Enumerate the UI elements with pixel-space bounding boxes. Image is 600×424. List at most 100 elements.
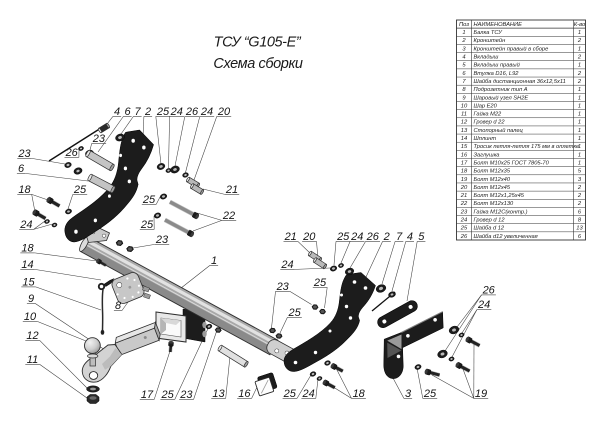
- svg-text:10: 10: [461, 103, 468, 109]
- svg-text:2: 2: [577, 193, 582, 199]
- svg-text:11: 11: [27, 354, 38, 366]
- svg-text:4: 4: [462, 55, 465, 61]
- svg-text:Болт М12х40: Болт М12х40: [474, 177, 511, 183]
- svg-text:1: 1: [578, 87, 581, 93]
- svg-text:12: 12: [461, 120, 468, 126]
- svg-text:4: 4: [407, 231, 413, 243]
- svg-text:7: 7: [134, 106, 141, 118]
- svg-text:24: 24: [200, 106, 213, 118]
- svg-text:20: 20: [217, 106, 231, 118]
- svg-text:1: 1: [578, 160, 581, 166]
- svg-text:13: 13: [461, 128, 468, 134]
- svg-text:24: 24: [280, 259, 293, 271]
- svg-text:8: 8: [115, 300, 122, 312]
- svg-text:2: 2: [144, 106, 151, 118]
- svg-text:25: 25: [313, 277, 327, 289]
- svg-text:6: 6: [124, 106, 131, 118]
- svg-text:Вкладыш: Вкладыш: [474, 55, 499, 61]
- svg-text:1: 1: [578, 46, 581, 52]
- svg-text:24: 24: [460, 218, 467, 224]
- svg-text:24: 24: [19, 219, 32, 231]
- svg-text:7: 7: [462, 79, 466, 85]
- svg-text:6: 6: [18, 163, 25, 175]
- svg-text:16: 16: [461, 152, 468, 158]
- svg-text:2: 2: [461, 38, 466, 44]
- svg-text:Стопорный палец: Стопорный палец: [474, 127, 524, 134]
- svg-text:Шайба d12 увеличенная: Шайба d12 увеличенная: [474, 233, 538, 240]
- svg-text:1: 1: [578, 144, 581, 150]
- svg-text:25: 25: [73, 184, 87, 196]
- svg-text:19: 19: [461, 177, 468, 183]
- svg-text:2: 2: [577, 185, 582, 191]
- svg-text:25: 25: [287, 307, 301, 319]
- svg-text:Вкладыш правый: Вкладыш правый: [474, 62, 521, 69]
- svg-text:21: 21: [460, 193, 467, 199]
- svg-text:23: 23: [276, 281, 290, 293]
- svg-text:24: 24: [350, 231, 363, 243]
- svg-text:1: 1: [578, 136, 581, 142]
- svg-text:11: 11: [461, 112, 467, 118]
- svg-text:Заглушка: Заглушка: [474, 152, 500, 158]
- svg-text:Шар E20: Шар E20: [474, 103, 498, 109]
- svg-text:14: 14: [21, 259, 33, 271]
- svg-text:Подрозетник тип А: Подрозетник тип А: [474, 87, 528, 93]
- svg-text:25: 25: [160, 389, 174, 401]
- svg-text:14: 14: [461, 136, 467, 142]
- svg-text:21: 21: [284, 231, 297, 243]
- svg-text:1: 1: [578, 63, 581, 69]
- svg-text:20: 20: [460, 185, 468, 191]
- svg-text:2: 2: [577, 71, 582, 77]
- svg-text:Болт М12х45: Болт М12х45: [474, 185, 511, 191]
- svg-text:1: 1: [578, 128, 581, 134]
- svg-text:23: 23: [155, 234, 169, 246]
- svg-text:16: 16: [238, 388, 251, 400]
- svg-text:1: 1: [462, 30, 465, 36]
- svg-text:2: 2: [577, 38, 582, 44]
- svg-text:6: 6: [462, 71, 466, 77]
- svg-text:9: 9: [462, 95, 466, 101]
- svg-text:13: 13: [212, 388, 225, 400]
- svg-text:Гровер d 22: Гровер d 22: [474, 120, 506, 126]
- svg-text:Шайба d 12: Шайба d 12: [474, 225, 505, 232]
- svg-text:26: 26: [482, 284, 496, 296]
- svg-text:26: 26: [366, 231, 380, 243]
- svg-text:24: 24: [170, 106, 183, 118]
- svg-text:Гровер d 12: Гровер d 12: [474, 218, 506, 224]
- svg-text:6: 6: [578, 209, 582, 215]
- svg-text:НАИМЕНОВАНИЕ: НАИМЕНОВАНИЕ: [474, 22, 523, 28]
- svg-text:2: 2: [577, 55, 582, 61]
- svg-text:Шаровый узел SH2E: Шаровый узел SH2E: [474, 94, 529, 101]
- svg-text:5: 5: [462, 63, 466, 69]
- svg-text:18: 18: [18, 184, 31, 196]
- svg-text:20: 20: [302, 231, 316, 243]
- svg-text:26: 26: [460, 234, 468, 240]
- svg-text:8: 8: [462, 87, 466, 93]
- svg-text:5: 5: [418, 231, 425, 243]
- svg-text:3: 3: [578, 177, 582, 183]
- svg-text:Шплинт: Шплинт: [474, 136, 497, 142]
- svg-text:Балка ТСУ: Балка ТСУ: [474, 30, 504, 36]
- svg-text:1: 1: [578, 152, 581, 158]
- svg-text:22: 22: [222, 210, 235, 222]
- svg-text:18: 18: [353, 388, 366, 400]
- svg-text:25: 25: [142, 194, 156, 206]
- svg-text:23: 23: [460, 209, 468, 215]
- svg-text:Болт М12х1,25х45: Болт М12х1,25х45: [474, 193, 525, 199]
- svg-text:Болт М12х35: Болт М12х35: [474, 169, 511, 175]
- svg-text:1: 1: [578, 120, 581, 126]
- svg-text:19: 19: [475, 388, 487, 400]
- svg-text:17: 17: [141, 389, 154, 401]
- svg-text:Болт М12х130: Болт М12х130: [474, 201, 514, 207]
- svg-text:23: 23: [179, 389, 193, 401]
- svg-text:12: 12: [26, 330, 38, 342]
- svg-text:5: 5: [578, 169, 582, 175]
- svg-text:1: 1: [578, 112, 581, 118]
- svg-text:Поз: Поз: [459, 22, 469, 28]
- svg-text:25: 25: [283, 388, 297, 400]
- svg-text:25: 25: [156, 106, 170, 118]
- svg-text:24: 24: [477, 299, 490, 311]
- svg-text:3: 3: [405, 388, 412, 400]
- svg-text:Тросик петля-петля 175 мм в оп: Тросик петля-петля 175 мм в оплетке: [474, 144, 580, 150]
- svg-text:6: 6: [578, 234, 582, 240]
- svg-text:Кронштейн: Кронштейн: [474, 37, 507, 44]
